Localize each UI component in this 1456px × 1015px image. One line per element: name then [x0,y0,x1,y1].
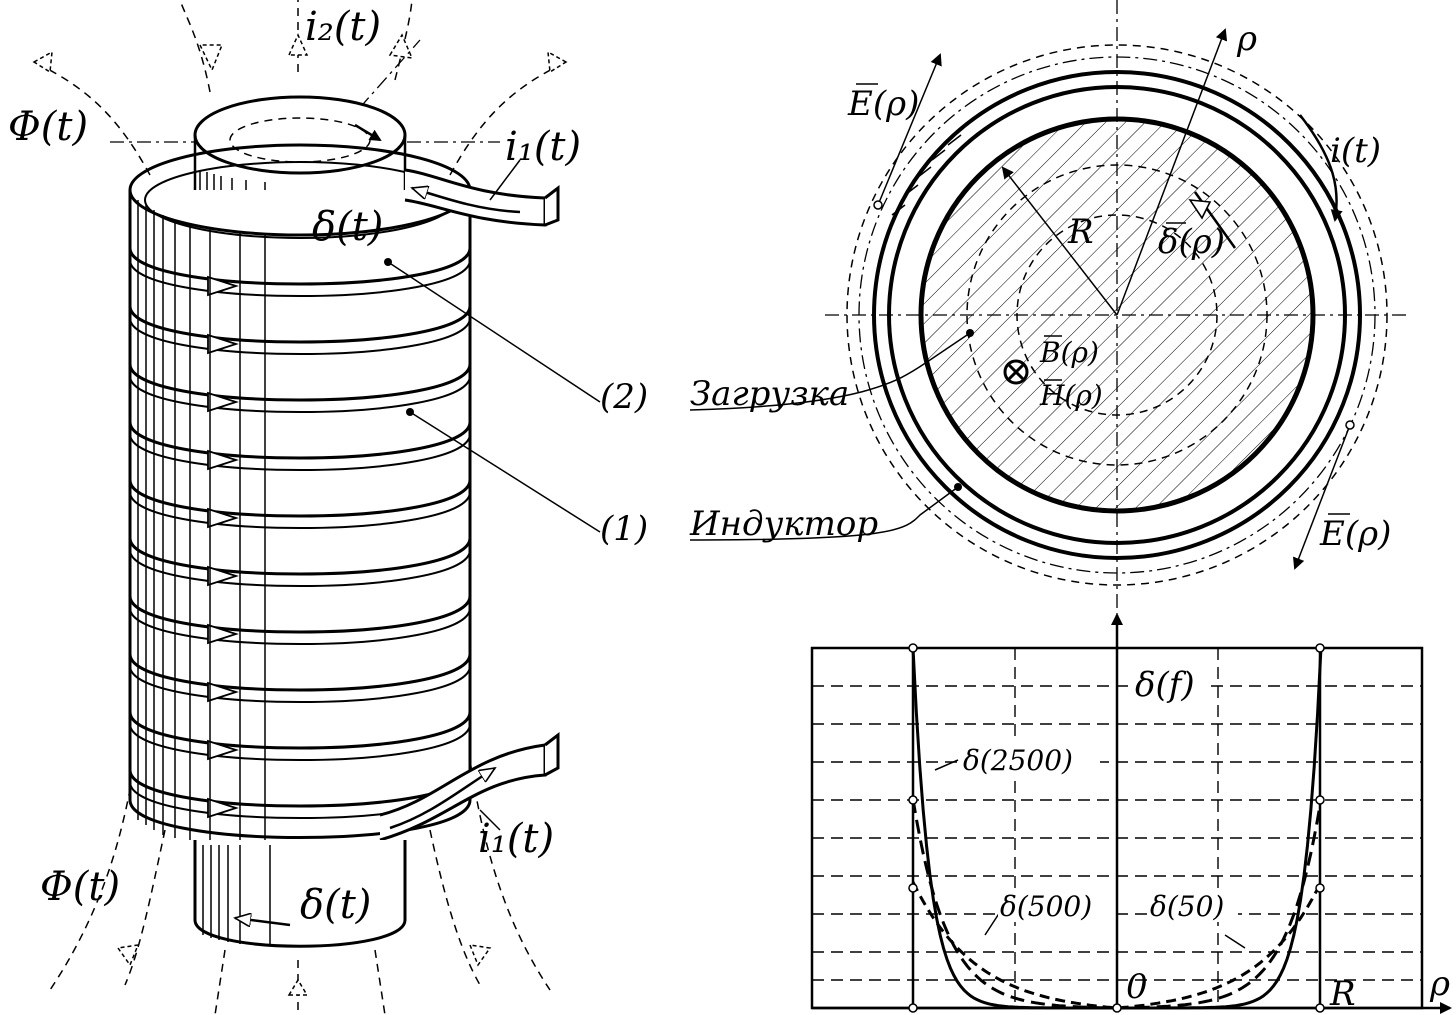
current-arrow [1299,114,1343,222]
b-field-label: B(ρ) [1039,336,1099,369]
rho-axis-arrow [1116,28,1228,316]
graph-rho-label: ρ [1429,964,1450,1004]
coil-turn-edge [128,305,472,344]
coil-current-arrow [207,565,239,587]
inductor-tick-marks [891,134,962,216]
b-field-symbol [1003,359,1029,385]
flux-label-bottom: Φ(t) [40,864,120,910]
graph-r-label: R [1329,974,1356,1014]
coil-current-arrow [207,507,239,529]
curve-label-50: δ(50) [1150,890,1224,923]
coil-current-arrow [207,275,239,297]
flux-label-top: Φ(t) [8,104,88,150]
coil-turn-edge [128,363,472,402]
curve-label-500: δ(500) [1000,890,1092,923]
curve-label-2500: δ(2500) [963,744,1073,777]
coil-shading-lines [137,200,266,845]
inductor-assembly: Φ(t) i₂(t) i₁(t) δ(t) (2) (1) i₁(t) Φ(t)… [8,0,648,1015]
part-1-label: (1) [600,509,648,549]
coil-current-arrow [207,681,239,703]
coil-turn-inner-edge [129,433,471,471]
load-callout-line [689,332,971,411]
coil-turn-inner-edge [129,491,471,529]
e-field-arrow-top [877,53,942,206]
coil-turn-edge [128,711,472,750]
coil-current-arrow [207,391,239,413]
cross-section: E(ρ) ρ i(t) R δ(ρ) B(ρ) H(ρ) Загрузка Ин… [689,0,1410,620]
coil-turn-edge [128,247,472,286]
coil-turn-edge [128,595,472,634]
delta-rho-label: δ(ρ) [1158,222,1225,262]
callout-line-2 [387,261,601,403]
load-label: Загрузка [690,374,849,414]
graph-title: δ(f) [1135,665,1195,705]
e-field-label-top: E(ρ) [847,84,919,124]
current-i1-label-bottom: i₁(t) [478,816,554,862]
part-2-label: (2) [600,377,648,417]
coil-turn-inner-edge [129,723,471,761]
radius-label: R [1067,212,1094,252]
coil-turn-inner-edge [129,259,471,297]
current-i1-label-top: i₁(t) [505,124,581,170]
coil-turn-edge [128,537,472,576]
callout-line-1 [409,411,601,533]
coil-current-arrow [207,739,239,761]
graph-grid-vertical [1014,648,1219,1008]
e-field-arrow-bottom [1292,424,1351,570]
inductor-callout-line [689,486,959,541]
graph-origin-label: 0 [1126,967,1148,1007]
coil-turn-inner-edge [129,375,471,413]
inductor-outer-edge [872,70,1362,560]
coil-current-arrow [207,449,239,471]
rho-label: ρ [1236,19,1257,59]
coil-lead-bottom [379,731,560,842]
radius-arrow [1001,166,1118,316]
delta-label-top: δ(t) [312,204,383,250]
graph-points [908,643,1325,1013]
outer-field-circle [846,44,1388,586]
current-label: i(t) [1330,131,1381,171]
coil-turn-inner-edge [129,549,471,587]
coil-current-arrow [207,797,239,819]
inductor-inner-edge [887,85,1347,545]
flux-lines [32,0,568,1015]
coil-current-arrow [207,333,239,355]
outer-dashdot-circle [858,56,1376,574]
coil-turn-edge [128,653,472,692]
coil-turn-inner-edge [129,317,471,355]
inner-circle-100 [1016,214,1218,416]
coil-turn-inner-edge [129,607,471,645]
h-field-label: H(ρ) [1039,379,1103,412]
current-i2-label: i₂(t) [305,4,381,50]
delta-graph: δ(f) δ(2500) δ(500) δ(50) 0 R ρ [810,613,1452,1014]
coil-turn-inner-edge [129,665,471,703]
coil-current-arrow [207,623,239,645]
delta-label-bottom: δ(t) [300,882,371,928]
inductor-label: Индуктор [689,504,878,544]
coil-turn-edge [128,479,472,518]
coil-body [128,143,472,845]
inner-circle-150 [966,164,1268,466]
load-cylinder-bottom [193,840,407,948]
coil-lead-top [404,168,560,227]
e-field-label-bottom: E(ρ) [1319,514,1391,554]
